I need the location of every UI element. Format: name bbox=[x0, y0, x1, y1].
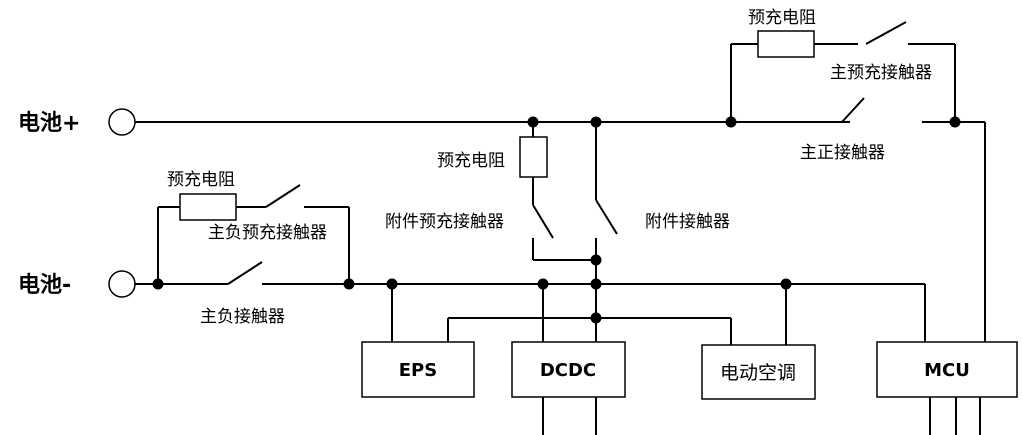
block-aircon-label: 电动空调 bbox=[720, 362, 796, 384]
block-aircon: 电动空调 bbox=[701, 344, 816, 400]
main-precharge-resistor-label: 预充电阻 bbox=[748, 8, 816, 28]
block-eps-label: EPS bbox=[399, 360, 437, 381]
block-dcdc: DCDC bbox=[511, 341, 626, 398]
junction-dots bbox=[152, 116, 961, 324]
negative-precharge-contactor-label: 主负预充接触器 bbox=[208, 223, 327, 243]
negative-bus bbox=[108, 261, 926, 345]
accessory-contactor-label: 附件接触器 bbox=[645, 212, 730, 232]
junction-dot bbox=[152, 278, 164, 290]
junction-dot bbox=[590, 278, 602, 290]
junction-dot bbox=[590, 116, 602, 128]
main-precharge-branch bbox=[730, 21, 956, 122]
battery-negative-label: 电池- bbox=[18, 273, 71, 298]
main-negative-contactor-switch bbox=[227, 261, 263, 285]
block-dcdc-label: DCDC bbox=[540, 360, 596, 381]
accessory-precharge-resistor bbox=[519, 136, 548, 178]
block-eps: EPS bbox=[361, 341, 475, 398]
main-precharge-contactor-switch bbox=[865, 21, 907, 45]
battery-negative-terminal bbox=[108, 270, 136, 298]
block-mcu-label: MCU bbox=[924, 360, 970, 381]
main-positive-contactor-label: 主正接触器 bbox=[800, 143, 885, 163]
battery-positive-label: 电池+ bbox=[18, 111, 80, 136]
junction-dot bbox=[590, 254, 602, 266]
accessory-precharge-branch bbox=[519, 122, 596, 261]
junction-dot bbox=[386, 278, 398, 290]
main-precharge-contactor-label: 主预充接触器 bbox=[830, 63, 932, 83]
battery-positive-terminal bbox=[108, 108, 136, 136]
main-precharge-resistor bbox=[757, 30, 815, 58]
junction-dot bbox=[527, 116, 539, 128]
block-mcu: MCU bbox=[876, 341, 1018, 398]
negative-precharge-contactor-switch bbox=[265, 184, 301, 208]
accessory-contactor-switch bbox=[595, 199, 618, 235]
accessory-precharge-resistor-label: 预充电阻 bbox=[437, 151, 505, 171]
accessory-precharge-contactor-switch bbox=[532, 204, 554, 239]
main-negative-contactor-label: 主负接触器 bbox=[200, 307, 285, 327]
junction-dot bbox=[725, 116, 737, 128]
main-positive-contactor-switch bbox=[841, 97, 865, 123]
negative-precharge-resistor bbox=[179, 193, 237, 221]
junction-dot bbox=[343, 278, 355, 290]
junction-dot bbox=[780, 278, 792, 290]
junction-dot bbox=[537, 278, 549, 290]
junction-dot bbox=[949, 116, 961, 128]
accessory-precharge-contactor-label: 附件预充接触器 bbox=[385, 212, 504, 232]
junction-dot bbox=[590, 312, 602, 324]
accessory-contactor-branch bbox=[447, 122, 732, 345]
output-lines bbox=[542, 397, 981, 435]
negative-precharge-branch bbox=[157, 184, 350, 284]
negative-precharge-resistor-label: 预充电阻 bbox=[167, 170, 235, 190]
